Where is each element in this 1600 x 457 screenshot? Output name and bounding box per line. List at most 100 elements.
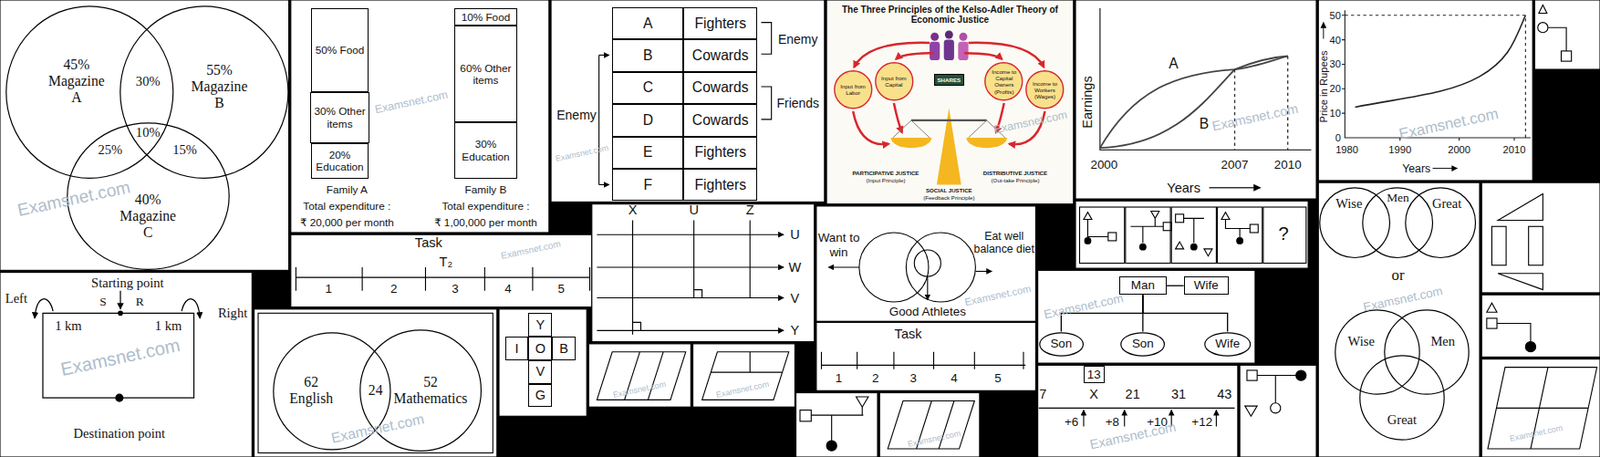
node-text: Cowards — [692, 79, 749, 96]
bar-segment: 10% Food — [454, 8, 518, 26]
symbol-sequence — [1140, 243, 1147, 250]
parallelogram-figure — [596, 352, 686, 401]
people-icon — [929, 41, 940, 61]
symbol-sequence — [1084, 238, 1091, 245]
symbol-sequence — [1217, 207, 1263, 264]
node-text: Wife — [1194, 278, 1219, 292]
text-area: 10% Food — [457, 10, 515, 24]
chart-axis — [1235, 56, 1289, 151]
node-text: V — [535, 363, 545, 380]
node-text: 52 — [423, 374, 438, 391]
symbol-sequence — [1125, 207, 1171, 264]
node-text: Magazine A — [44, 72, 108, 106]
person-box: Wife — [1184, 276, 1229, 295]
table-cell: B — [612, 39, 684, 72]
node-text: Y — [535, 317, 545, 333]
text-area: Wise — [1331, 195, 1367, 214]
text-area: Wife — [1205, 332, 1249, 356]
parallelogram-figure — [702, 352, 790, 401]
label: 5 — [994, 371, 1001, 385]
balance-scale — [966, 137, 1008, 148]
text-area: Wise — [1342, 332, 1380, 352]
outline — [874, 62, 913, 101]
label: +6 — [1064, 415, 1079, 429]
node-text: F — [644, 176, 654, 194]
bracket — [598, 54, 600, 185]
timeline — [295, 267, 1026, 370]
route-diagram — [42, 312, 195, 398]
people-icon — [944, 40, 955, 61]
price-chart — [1355, 15, 1527, 108]
panel-frame — [1075, 200, 1309, 269]
price-chart — [1433, 167, 1458, 169]
panel-frame — [0, 0, 290, 271]
text-area: Man — [1122, 278, 1164, 293]
node-text: Fighters — [694, 176, 747, 194]
route-diagram — [115, 394, 124, 402]
people-icon — [957, 41, 968, 61]
region-value: 24 — [368, 382, 384, 399]
text-area: 60% Other items — [457, 27, 515, 121]
text-area: I — [508, 338, 527, 359]
node-text: 60% Other items — [457, 62, 515, 87]
label: T₂ — [439, 254, 454, 271]
timeline — [295, 277, 590, 279]
node-text: 20% Education — [313, 148, 366, 174]
text-area: B — [554, 338, 573, 359]
label: 1 — [324, 281, 332, 296]
venn-circle: Great — [1359, 354, 1445, 441]
label: 5 — [558, 281, 565, 296]
label: V — [790, 290, 800, 306]
node-text: Son — [1049, 336, 1072, 351]
symbol — [1560, 51, 1571, 62]
symbol — [1296, 370, 1307, 381]
bar-segment: 20% Education — [311, 143, 369, 179]
outline — [1383, 309, 1470, 395]
node-text: 62 — [303, 374, 319, 391]
family-link — [1166, 285, 1185, 287]
text-area: Cowards — [685, 105, 755, 135]
venn-figure — [926, 276, 928, 301]
income-circle: Input from Labor — [833, 70, 873, 110]
symbol — [1548, 27, 1567, 52]
income-circle: Input from Capital — [874, 62, 915, 102]
label: U — [789, 227, 800, 243]
table-cell: Cowards — [683, 39, 758, 72]
node-text: 10% Food — [461, 10, 511, 24]
number-line — [1082, 410, 1084, 427]
label: Family B — [465, 183, 508, 197]
node-text: Son — [1132, 336, 1154, 351]
line-figure — [596, 330, 784, 332]
table-cell: E — [612, 136, 684, 169]
text-area: Son — [1040, 332, 1082, 356]
venn-figure — [975, 270, 992, 272]
text-area: Income to Capital Owners (Profits) — [987, 65, 1020, 98]
text-area: Income to Workers (Wages) — [1028, 73, 1061, 106]
outline — [1362, 187, 1434, 259]
node-text: C — [643, 79, 654, 96]
letter-box: Y — [528, 312, 552, 337]
text-area: 45%Magazine A — [44, 51, 108, 113]
text-area: Men — [1380, 189, 1415, 207]
label: Want to win — [814, 230, 864, 260]
label: Left — [5, 290, 28, 306]
panel-frame — [1481, 182, 1600, 293]
outline — [1121, 332, 1165, 355]
table-cell: Fighters — [683, 168, 758, 201]
symbol — [1525, 342, 1536, 353]
label: Friends — [776, 95, 820, 111]
label: Total expenditure : — [441, 199, 530, 213]
symbol-sequence — [1163, 222, 1172, 231]
symbol-sequence — [1190, 243, 1197, 250]
outline — [1359, 354, 1445, 441]
price-chart — [1323, 10, 1531, 168]
chart-axis — [1100, 56, 1289, 149]
label: (Out-take Principle) — [991, 176, 1040, 184]
letter-box: G — [528, 384, 552, 408]
table-cell: D — [612, 103, 684, 136]
text-area: V — [530, 362, 550, 383]
chart-axis — [1209, 187, 1261, 188]
text-area: O — [530, 338, 550, 359]
